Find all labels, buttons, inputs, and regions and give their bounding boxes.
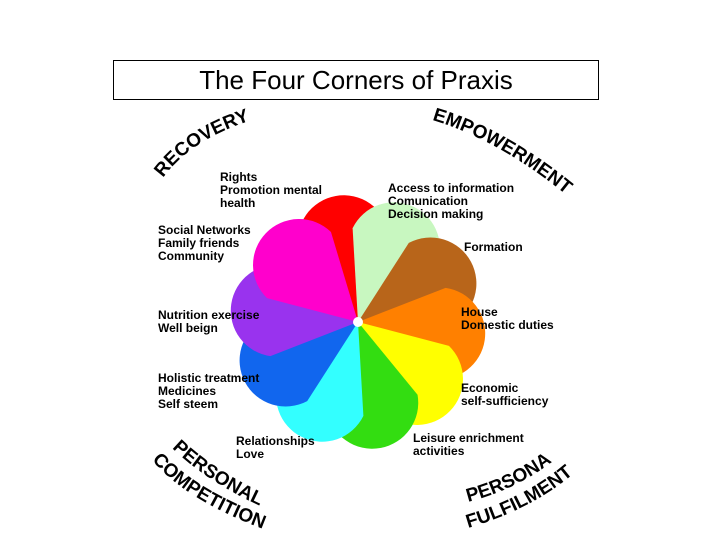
page-title: The Four Corners of Praxis [199,64,513,95]
petal-label-holistic: Holistic treatment Medicines Self steem [158,371,263,411]
petal-label-formation: Formation [464,240,523,254]
petal-label-relationships: Relationships Love [236,434,318,461]
petal-label-leisure: Leisure enrichment activities [413,431,527,458]
title-box: The Four Corners of Praxis [113,60,599,100]
petal-access [352,202,440,322]
petal-label-access: Access to information Comunication Decis… [388,181,517,221]
petal-label-economic: Economic self-sufficiency [461,381,549,408]
flower-center [353,317,363,327]
petal-label-social: Social Networks Family friends Community [158,223,254,263]
petal-relationships [276,322,364,442]
petal-label-house: House Domestic duties [461,305,554,332]
petal-group [230,195,486,449]
petal-label-nutrition: Nutrition exercise Well beign [158,308,263,335]
petal-label-rights: Rights Promotion mental health [220,170,325,210]
petal-social [253,219,358,322]
